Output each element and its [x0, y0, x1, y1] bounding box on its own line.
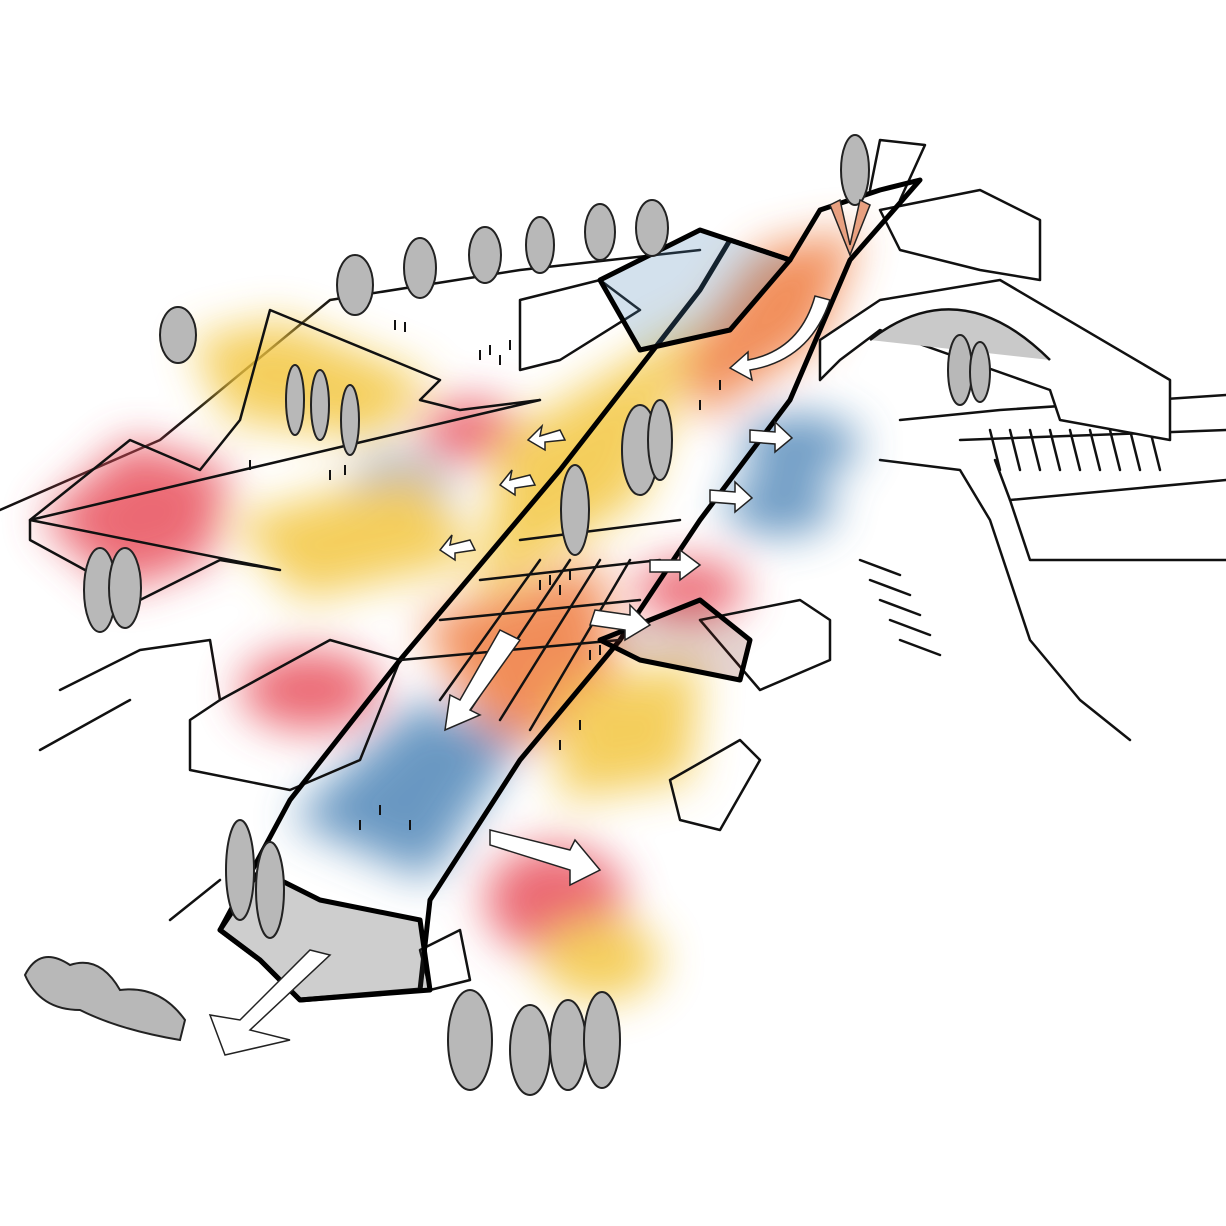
arrow-icon: [444, 629, 522, 732]
tree-icon: [336, 254, 374, 316]
tree-icon: [159, 306, 197, 364]
tree-icon: [560, 464, 590, 556]
zone-orange: [680, 230, 860, 420]
zone-yellow: [190, 320, 430, 440]
tree-icon: [635, 199, 669, 257]
tree-icon: [840, 134, 870, 206]
arrow-icon: [438, 534, 477, 562]
tree-icon: [647, 399, 673, 481]
person-icon: [249, 320, 741, 830]
zone-blue: [725, 475, 835, 535]
people: [249, 320, 741, 830]
arrow-icon: [728, 295, 831, 382]
zone-yellow: [480, 320, 700, 600]
tree-icon: [468, 226, 502, 284]
arrow-icon: [649, 548, 702, 582]
zone-yellow: [540, 920, 660, 1000]
arrow-icon: [489, 829, 602, 887]
tree-icon: [969, 341, 991, 403]
tree-icon: [23, 956, 187, 1042]
tree-icon: [549, 999, 587, 1091]
tree-icon: [509, 1004, 551, 1096]
tree-icon: [225, 819, 255, 921]
zone-red: [420, 400, 520, 460]
arrow-icon: [709, 480, 754, 514]
zone-red: [40, 440, 230, 590]
tree-icon: [525, 216, 555, 274]
zone-blue: [290, 700, 520, 880]
arrow-icon: [589, 603, 652, 642]
tree-icon: [255, 841, 285, 939]
tree-icon: [340, 384, 360, 456]
arrow-icon: [208, 949, 332, 1056]
tree-icon: [947, 334, 973, 406]
tree-icon: [583, 991, 621, 1089]
tree-icon: [108, 547, 142, 629]
zone-yellow: [560, 660, 700, 800]
arrows: [208, 198, 871, 1056]
buildings: [28, 188, 1172, 992]
trees: [23, 134, 991, 1096]
site-lines: [0, 138, 1226, 922]
arrow-icon: [749, 420, 794, 454]
zone-red: [240, 650, 380, 730]
tree-icon: [310, 369, 330, 441]
tree-icon: [584, 203, 616, 261]
tree-icon: [447, 989, 493, 1091]
arrow-icon: [526, 423, 567, 452]
arrow-icon: [498, 469, 537, 497]
arrow-icon: [829, 198, 871, 258]
tree-icon: [403, 237, 437, 299]
zone-yellow: [230, 470, 480, 600]
tree-icon: [285, 364, 305, 436]
